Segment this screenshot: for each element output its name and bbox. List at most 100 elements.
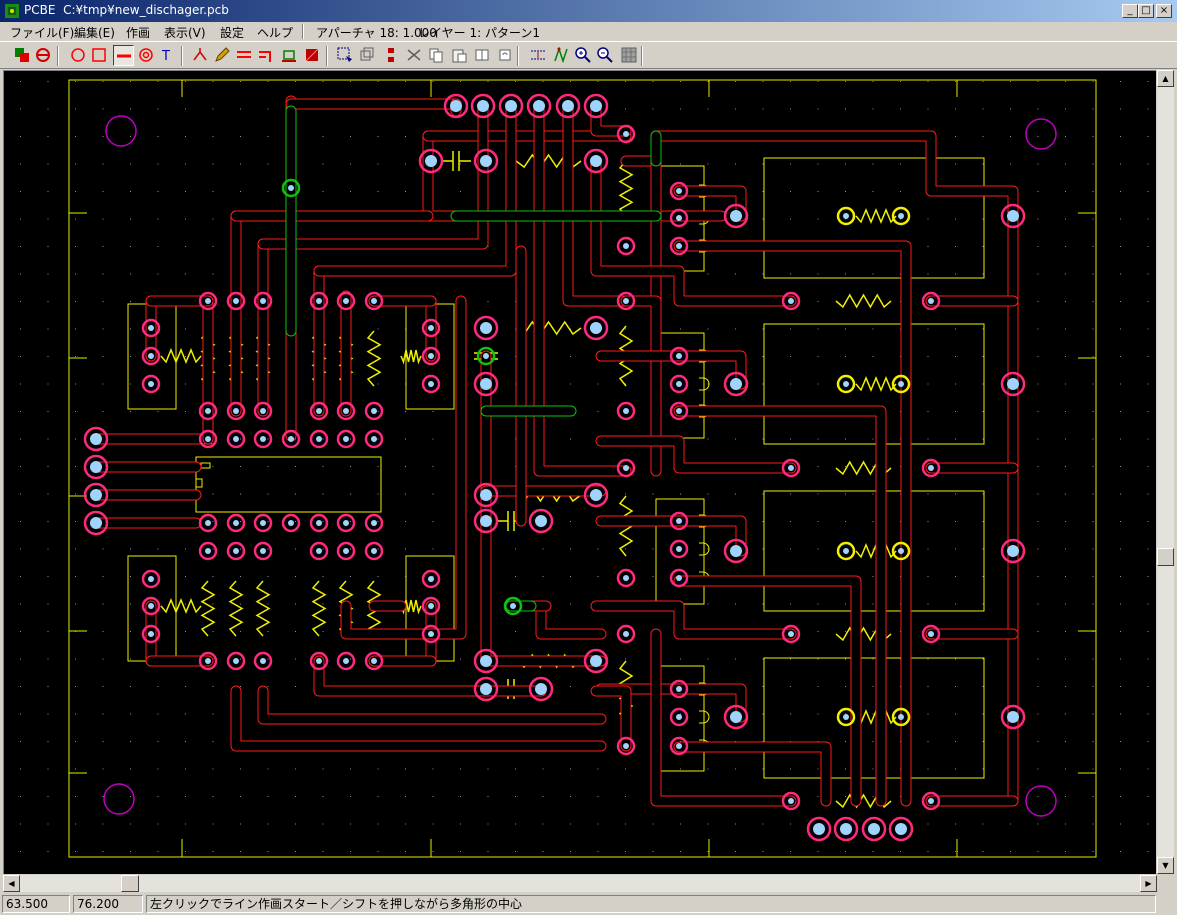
menu-edit[interactable]: 編集(E) bbox=[74, 26, 115, 40]
select-area-button[interactable] bbox=[335, 45, 356, 66]
layer-toggle-button[interactable] bbox=[33, 45, 54, 66]
component-outline bbox=[763, 157, 985, 279]
close-button[interactable]: × bbox=[1156, 4, 1172, 18]
pad bbox=[309, 541, 329, 561]
pad bbox=[836, 707, 856, 727]
pad bbox=[1000, 371, 1026, 397]
scroll-left-icon[interactable]: ◀ bbox=[3, 875, 20, 892]
pad-hole bbox=[840, 823, 852, 835]
mirror-button[interactable] bbox=[472, 45, 493, 66]
pad-hole bbox=[843, 381, 849, 387]
move-button[interactable] bbox=[357, 45, 378, 66]
net-button[interactable] bbox=[551, 45, 572, 66]
trace-core bbox=[674, 241, 911, 806]
cut-button[interactable] bbox=[404, 45, 425, 66]
pad bbox=[806, 816, 832, 842]
menu-file[interactable]: ファイル(F) bbox=[10, 26, 75, 40]
pad bbox=[141, 318, 161, 338]
rectangle-draw-button[interactable] bbox=[89, 45, 110, 66]
svg-text:T: T bbox=[161, 49, 170, 63]
pencil-button[interactable] bbox=[212, 45, 233, 66]
grid-button[interactable] bbox=[619, 45, 640, 66]
pad bbox=[198, 651, 218, 671]
pad bbox=[723, 538, 749, 564]
fill-area-icon bbox=[305, 48, 319, 62]
pad-hole bbox=[898, 213, 904, 219]
pad bbox=[723, 704, 749, 730]
pad-draw-button[interactable] bbox=[136, 45, 157, 66]
parallel-lines-button[interactable] bbox=[234, 45, 255, 66]
pad-hole bbox=[425, 155, 437, 167]
pad bbox=[1000, 538, 1026, 564]
zoom-in-button[interactable] bbox=[573, 45, 594, 66]
resize-grip-icon[interactable] bbox=[1157, 895, 1175, 913]
grid-icon bbox=[621, 47, 637, 63]
resistor-symbol bbox=[855, 376, 897, 392]
component-button[interactable] bbox=[279, 45, 300, 66]
pad bbox=[781, 291, 801, 311]
horizontal-scrollbar[interactable]: ◀ ▶ bbox=[3, 875, 1157, 892]
maximize-button[interactable]: □ bbox=[1138, 4, 1154, 18]
zoom-out-button[interactable] bbox=[595, 45, 616, 66]
pad bbox=[309, 429, 329, 449]
pad-hole bbox=[343, 298, 349, 304]
trace-core bbox=[674, 576, 861, 806]
pad bbox=[498, 93, 524, 119]
component-icon bbox=[282, 50, 296, 62]
pcb-canvas[interactable] bbox=[3, 70, 1156, 874]
pad-hole bbox=[233, 658, 239, 664]
toolbar-separator bbox=[641, 46, 643, 66]
pcb-board[interactable] bbox=[4, 71, 1156, 874]
pad-hole bbox=[843, 213, 849, 219]
pad-hole bbox=[895, 823, 907, 835]
menu-settings[interactable]: 設定 bbox=[220, 26, 245, 40]
menu-help[interactable]: ヘルプ bbox=[257, 26, 294, 40]
aperture-indicator: アパーチャ 18: 1.000 bbox=[316, 26, 437, 40]
pad-hole bbox=[316, 436, 322, 442]
line-draw-button[interactable] bbox=[113, 45, 134, 66]
pad bbox=[421, 346, 441, 366]
scroll-down-icon[interactable]: ▼ bbox=[1157, 857, 1174, 874]
junction-button[interactable] bbox=[190, 45, 211, 66]
vertical-scrollbar[interactable]: ▲ ▼ bbox=[1157, 70, 1174, 874]
trace-outline bbox=[673, 741, 832, 807]
pcbe-app-icon bbox=[5, 4, 19, 18]
pad-hole bbox=[623, 743, 629, 749]
scroll-up-icon[interactable]: ▲ bbox=[1157, 70, 1174, 87]
pad bbox=[583, 93, 609, 119]
text-draw-button[interactable]: T bbox=[157, 45, 178, 66]
pad-hole bbox=[676, 686, 682, 692]
pad bbox=[616, 568, 636, 588]
pad-hole bbox=[371, 436, 377, 442]
pad bbox=[83, 510, 109, 536]
pad-hole bbox=[898, 548, 904, 554]
scroll-right-icon[interactable]: ▶ bbox=[1140, 875, 1157, 892]
pad bbox=[616, 736, 636, 756]
resistor-symbol bbox=[618, 160, 634, 217]
copy-button[interactable] bbox=[426, 45, 447, 66]
paste-button[interactable] bbox=[449, 45, 470, 66]
pad-hole bbox=[505, 100, 517, 112]
trace-core bbox=[596, 436, 796, 473]
menu-view[interactable]: 表示(V) bbox=[164, 26, 206, 40]
pad-hole bbox=[205, 408, 211, 414]
circle-draw-button[interactable] bbox=[68, 45, 89, 66]
pad bbox=[83, 454, 109, 480]
corner-line-button[interactable] bbox=[256, 45, 277, 66]
pad-hole bbox=[148, 631, 154, 637]
trace-core bbox=[536, 601, 606, 639]
minimize-button[interactable]: _ bbox=[1122, 4, 1138, 18]
rotate-button[interactable] bbox=[495, 45, 516, 66]
pad-hole bbox=[730, 210, 742, 222]
vertical-scroll-thumb[interactable] bbox=[1157, 548, 1174, 566]
pad bbox=[891, 374, 911, 394]
fill-area-button[interactable] bbox=[302, 45, 323, 66]
layer-select-button[interactable] bbox=[12, 45, 33, 66]
pad bbox=[421, 374, 441, 394]
align-button[interactable] bbox=[381, 45, 402, 66]
horizontal-scroll-thumb[interactable] bbox=[121, 875, 139, 892]
measure-button[interactable] bbox=[528, 45, 549, 66]
pad bbox=[669, 374, 689, 394]
pad bbox=[891, 707, 911, 727]
menu-draw[interactable]: 作画 bbox=[126, 26, 151, 40]
